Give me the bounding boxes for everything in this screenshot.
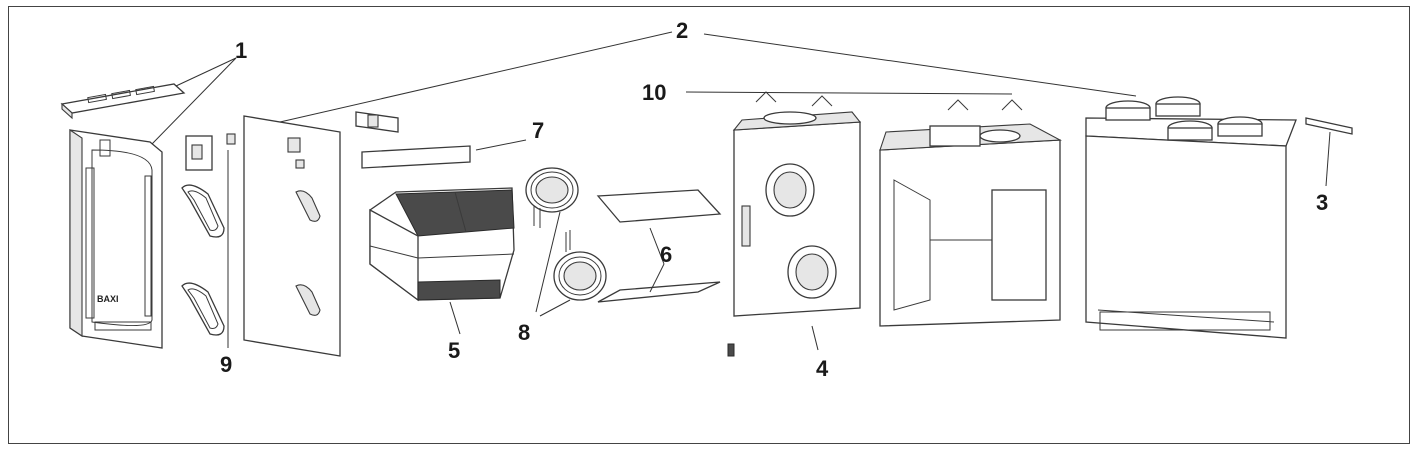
callout-3: 3 (1316, 190, 1328, 215)
hook-part (755, 91, 1023, 111)
callout-9: 9 (220, 352, 232, 377)
callout-10: 10 (642, 80, 666, 105)
brand-mark: BAXI (97, 294, 119, 304)
housing-body-part (879, 123, 1062, 327)
seal-strip-part (355, 111, 471, 169)
callout-5: 5 (448, 338, 460, 363)
callout-6: 6 (660, 242, 672, 267)
callout-1: 1 (235, 38, 247, 63)
housing-shell-part (727, 111, 862, 357)
filter-part (596, 189, 722, 303)
callout-4: 4 (816, 356, 829, 381)
callout-8: 8 (518, 320, 530, 345)
callout-labels: 1 2 3 4 5 6 7 8 9 10 (220, 18, 1328, 381)
leader-lines (151, 31, 1331, 351)
back-panel-part (243, 115, 341, 357)
callout-7: 7 (532, 118, 544, 143)
callout-2: 2 (676, 18, 688, 43)
gasket-part (181, 133, 236, 336)
heat-exchanger-part (369, 187, 515, 302)
fan-part (525, 167, 607, 301)
outer-case-part (1085, 96, 1353, 339)
front-cover-part: BAXI (60, 83, 186, 349)
